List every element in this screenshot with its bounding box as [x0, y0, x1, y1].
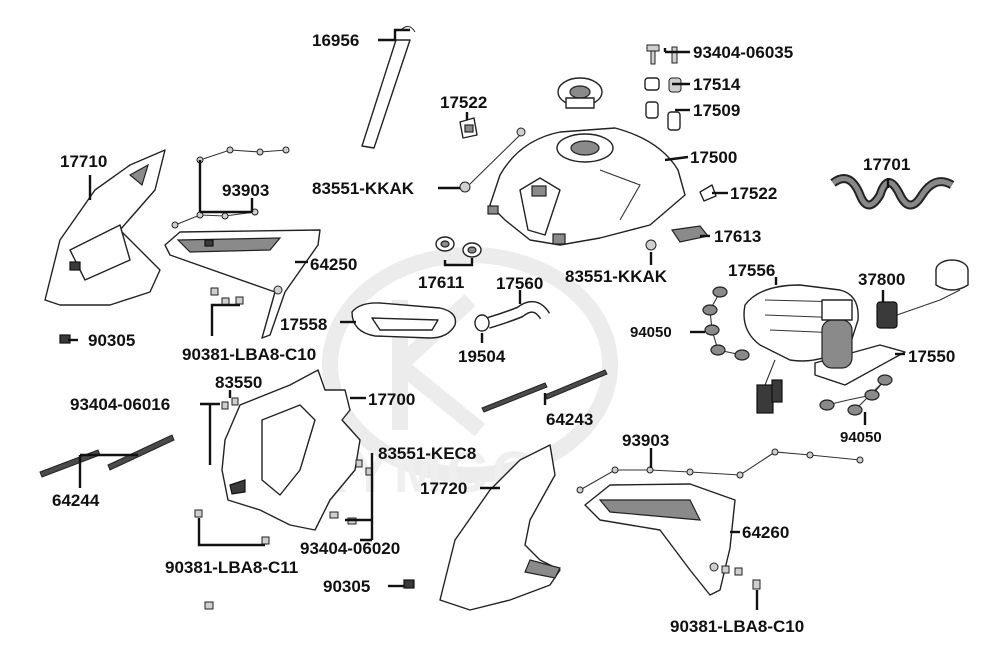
label-17514: 17514 [693, 75, 741, 94]
label-19504: 19504 [458, 347, 506, 366]
label-90381-lba8-c10-left: 90381-LBA8-C10 [182, 345, 316, 364]
part-labels: 16956 93404-06035 17514 17509 17522 1750… [52, 31, 955, 636]
part-17700-shroud [221, 369, 361, 531]
label-93903-top: 93903 [222, 181, 269, 200]
part-17611-mounts [435, 236, 482, 258]
label-17550: 17550 [908, 347, 955, 366]
label-17701: 17701 [863, 155, 910, 174]
part-90381-lba8-c11-bolts [194, 509, 270, 610]
label-94050-right: 94050 [840, 429, 882, 446]
part-64243-strips [481, 369, 608, 413]
label-16956: 16956 [312, 31, 359, 50]
part-83551-kkak-bolt-bottom [645, 239, 657, 251]
label-17522-right: 17522 [730, 184, 777, 203]
part-17500-fuel-tank [487, 127, 686, 246]
label-83551-kkak-bottom: 83551-KKAK [565, 267, 668, 286]
part-17558-gasket [351, 302, 457, 339]
part-90305-screw-bottom [403, 579, 415, 589]
part-17710-shroud [44, 149, 166, 306]
part-90381-lba8-c10-bolts-left [210, 287, 244, 306]
label-64250: 64250 [310, 255, 357, 274]
label-64243: 64243 [546, 410, 593, 429]
label-64260: 64260 [742, 523, 789, 542]
part-90381-lba8-c10-bolt-right [752, 579, 761, 590]
part-64260-side-cover [584, 483, 743, 596]
part-94050-grommets-left [702, 286, 750, 361]
label-17613: 17613 [714, 227, 761, 246]
label-17710: 17710 [60, 152, 107, 171]
part-17509-collar [645, 101, 681, 131]
part-64244-strips [39, 434, 175, 478]
label-93404-06016: 93404-06016 [70, 395, 170, 414]
label-83551-kkak-top: 83551-KKAK [312, 179, 415, 198]
part-17720-shroud [439, 444, 561, 611]
label-83550: 83550 [215, 373, 262, 392]
part-83550-nut [221, 397, 239, 410]
part-93404-06035-bolt [646, 44, 678, 65]
part-93404-06020-bolts [329, 511, 357, 525]
label-17522-top: 17522 [440, 93, 487, 112]
part-17550-pump [814, 299, 906, 386]
part-17701-hose [830, 174, 955, 210]
label-90381-lba8-c11: 90381-LBA8-C11 [165, 558, 298, 577]
label-17720: 17720 [420, 479, 467, 498]
label-64244: 64244 [52, 491, 100, 510]
part-16956-tube [361, 25, 416, 149]
label-17509: 17509 [693, 101, 740, 120]
label-94050-left: 94050 [630, 324, 672, 341]
part-93903-clips-top [171, 146, 290, 229]
label-17700: 17700 [368, 390, 415, 409]
label-90305-left: 90305 [88, 331, 135, 350]
label-90305-bottom: 90305 [323, 577, 370, 596]
label-93404-06035: 93404-06035 [693, 43, 793, 62]
part-fuel-cap [557, 77, 603, 109]
label-83551-kec8: 83551-KEC8 [378, 444, 476, 463]
label-37800: 37800 [858, 270, 905, 289]
part-64250-side-cover [164, 229, 321, 339]
part-17560-hose [474, 300, 551, 332]
label-17611: 17611 [418, 273, 464, 292]
label-17556: 17556 [728, 261, 775, 280]
part-17522-clip-top [459, 117, 478, 139]
label-17558: 17558 [280, 315, 327, 334]
label-90381-lba8-c10-right: 90381-LBA8-C10 [670, 617, 804, 636]
label-17560: 17560 [496, 274, 543, 293]
label-93404-06020: 93404-06020 [300, 539, 400, 558]
part-93903-clips-right [576, 448, 864, 494]
part-17522-clip-right [699, 184, 717, 202]
label-93903-right: 93903 [622, 431, 669, 450]
part-94050-grommets-right [819, 374, 893, 416]
part-37800-sender [876, 259, 969, 329]
leader-lines [68, 28, 905, 610]
label-17500: 17500 [690, 148, 737, 167]
part-17613-pad [670, 225, 710, 243]
